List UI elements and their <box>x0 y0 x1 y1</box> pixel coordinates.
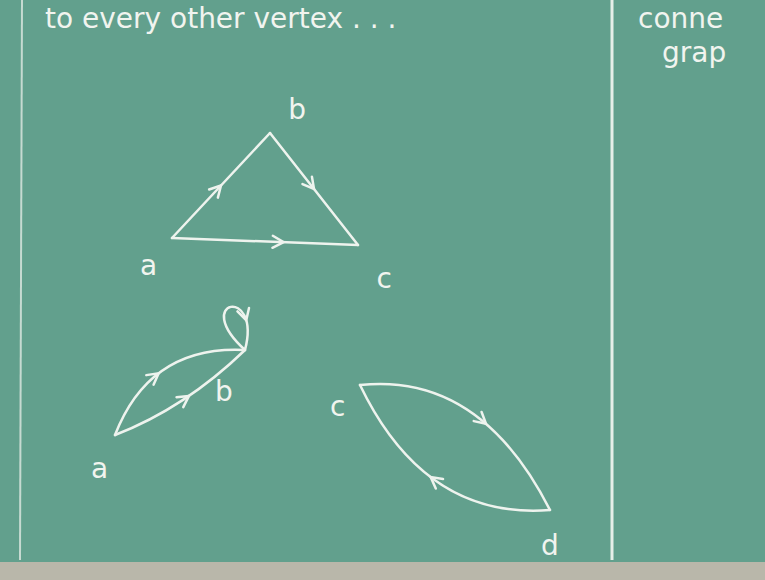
board-note: to every other vertex . . . <box>45 4 397 35</box>
arrowhead <box>302 177 314 189</box>
board-note: conne <box>638 4 723 35</box>
arrowhead <box>237 308 249 320</box>
edge-line <box>115 350 245 435</box>
vertex-label-box: a <box>140 238 172 282</box>
edge-line <box>360 385 550 511</box>
arrowhead <box>431 477 443 488</box>
vertex-label: b <box>288 95 306 126</box>
panel-divider <box>611 0 614 560</box>
vertex-label-box: b <box>270 95 306 133</box>
directed-edge <box>115 350 245 435</box>
edge-line <box>115 350 245 435</box>
directed-edge <box>360 384 550 510</box>
board-note: grap <box>662 38 726 69</box>
arrowhead <box>209 186 221 198</box>
directed-edge <box>115 350 245 435</box>
directed-edge <box>172 236 358 248</box>
arrowhead <box>177 396 189 407</box>
board-edge-line <box>20 0 22 560</box>
directed-edge <box>360 385 550 511</box>
vertex-label-box: c <box>358 245 392 295</box>
vertex-label-box: a <box>91 435 115 485</box>
directed-edge <box>270 133 358 245</box>
vertex-label: a <box>140 251 157 282</box>
arrowhead <box>474 412 486 424</box>
edge-line <box>172 133 270 238</box>
directed-edge <box>224 307 249 350</box>
vertex-label-box: b <box>215 350 245 408</box>
edge-line <box>270 133 358 245</box>
vertex-label: a <box>91 454 108 485</box>
chalk-ledge <box>0 562 765 580</box>
edge-line <box>360 384 550 510</box>
directed-edge <box>172 133 270 238</box>
vertex-label-box: d <box>535 510 565 562</box>
vertex-label-box: c <box>330 385 360 423</box>
vertex-label: d <box>541 531 559 562</box>
vertex-label: b <box>215 377 233 408</box>
arrowhead <box>146 373 158 384</box>
arrowhead <box>272 236 283 248</box>
vertex-label: c <box>330 392 345 423</box>
edge-line <box>172 238 358 245</box>
edge-line <box>224 307 248 350</box>
vertex-label: c <box>377 264 392 295</box>
